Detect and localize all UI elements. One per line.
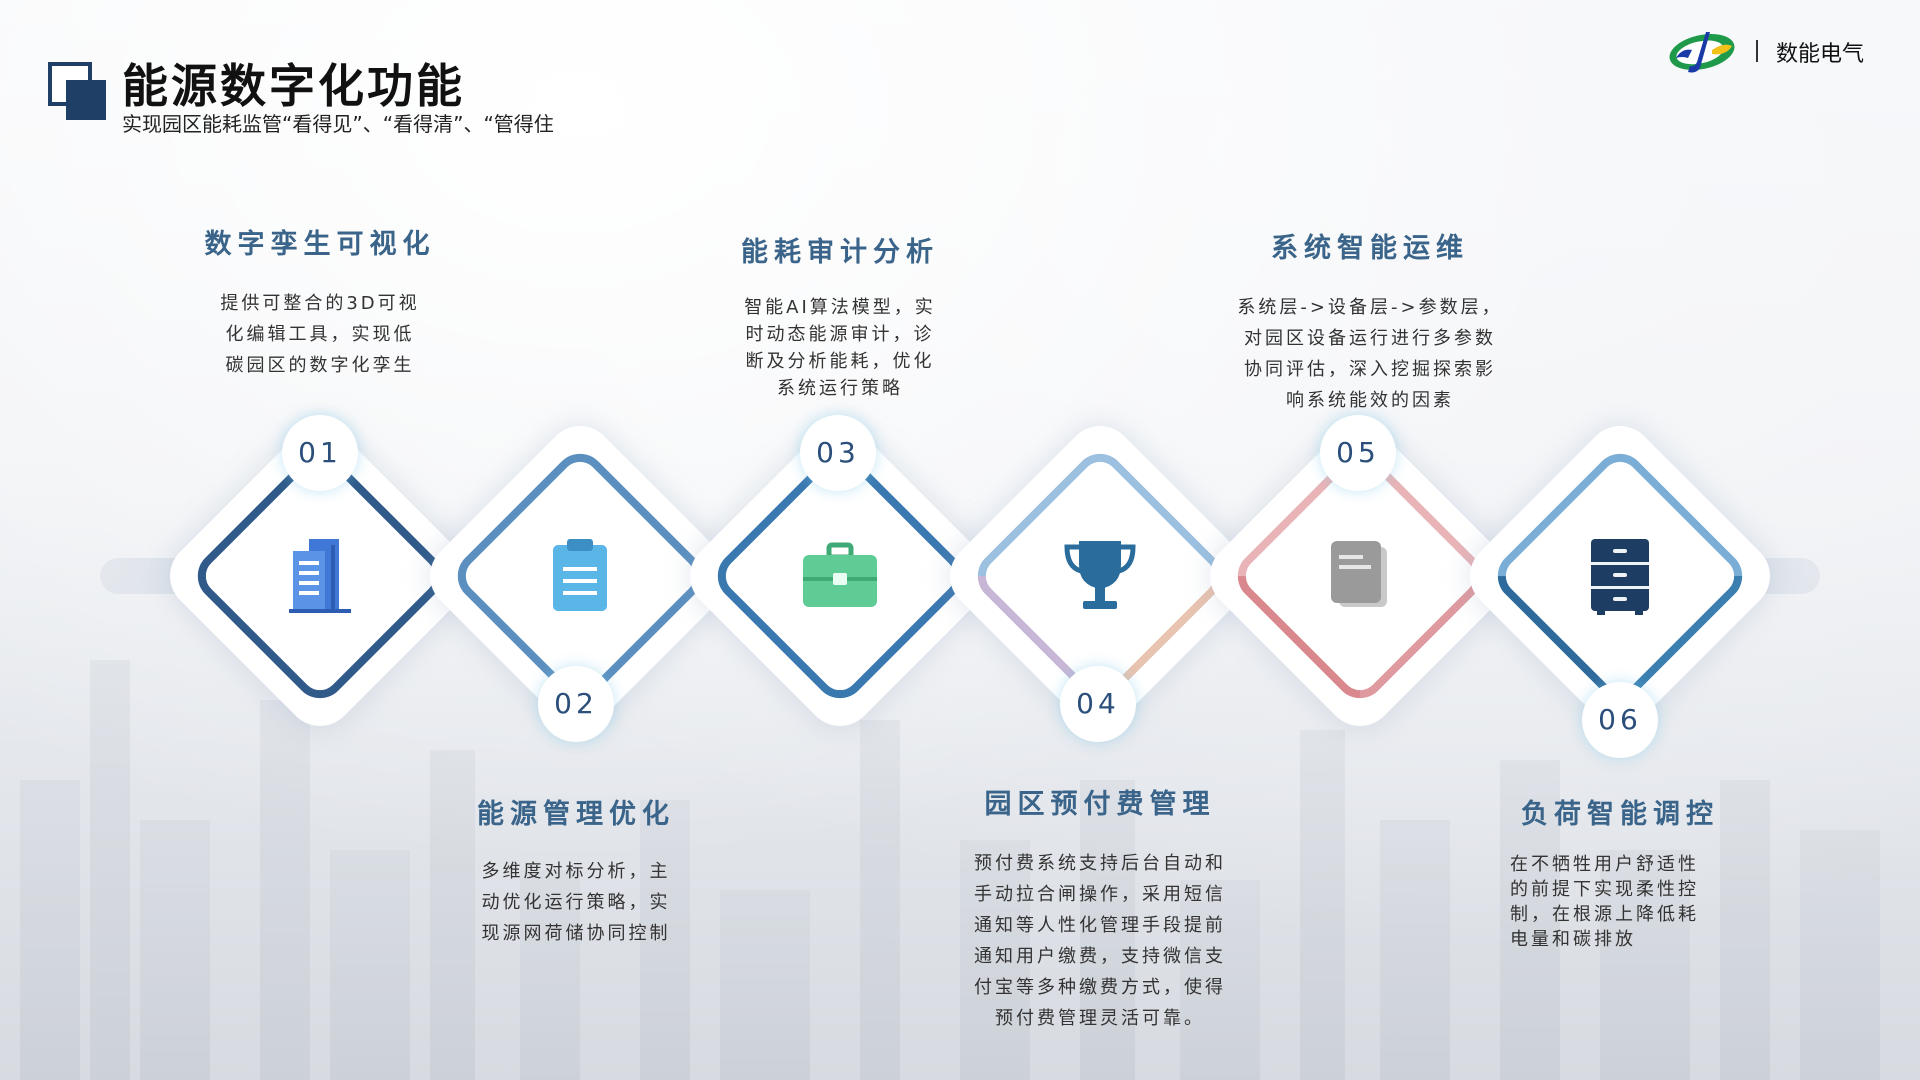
feature-node-02 bbox=[415, 411, 745, 741]
feature-description: 预付费系统支持后台自动和手动拉合闸操作，采用短信通知等人性化管理手段提前通知用户… bbox=[974, 853, 1226, 1029]
city-skyline-background bbox=[0, 520, 1920, 1080]
step-number-badge: 06 bbox=[1582, 682, 1658, 758]
feature-node-01 bbox=[155, 411, 485, 741]
building-icon bbox=[289, 539, 351, 613]
briefcase-icon bbox=[803, 542, 877, 607]
feature-title: 负荷智能调控 bbox=[1521, 799, 1719, 830]
cabinet-icon bbox=[1591, 539, 1649, 615]
logo-divider bbox=[1756, 40, 1758, 62]
trophy-icon bbox=[1064, 541, 1136, 609]
step-number-badge: 05 bbox=[1320, 415, 1396, 491]
feature-description: 在不牺牲用户舒适性的前提下实现柔性控制，在根源上降低耗电量和碳排放 bbox=[1510, 854, 1699, 950]
clipboard-icon bbox=[553, 539, 607, 611]
page-subtitle: 实现园区能耗监管“看得见”、“看得清”、“管得住 bbox=[122, 112, 554, 136]
company-logo-icon bbox=[1669, 32, 1735, 73]
feature-description: 提供可整合的3D可视化编辑工具，实现低碳园区的数字化孪生 bbox=[220, 293, 420, 376]
feature-description: 系统层->设备层->参数层，对园区设备运行进行多参数协同评估，深入挖掘探索影响系… bbox=[1237, 297, 1503, 411]
step-number-badge: 03 bbox=[800, 415, 876, 491]
document-icon bbox=[1331, 541, 1387, 607]
step-number-badge: 01 bbox=[282, 415, 358, 491]
feature-title: 数字孪生可视化 bbox=[204, 229, 436, 260]
feature-description: 智能AI算法模型，实时动态能源审计，诊断及分析能耗，优化系统运行策略 bbox=[744, 297, 936, 399]
feature-node-03 bbox=[675, 411, 1005, 741]
step-number-badge: 02 bbox=[538, 666, 614, 742]
feature-description: 多维度对标分析，主动优化运行策略，实现源网荷储协同控制 bbox=[481, 861, 671, 944]
feature-title: 园区预付费管理 bbox=[984, 789, 1216, 820]
company-name: 数能电气 bbox=[1776, 42, 1865, 67]
page-title: 能源数字化功能 bbox=[122, 59, 465, 113]
feature-node-05 bbox=[1195, 411, 1525, 741]
feature-title: 系统智能运维 bbox=[1271, 233, 1469, 264]
title-decoration bbox=[48, 62, 110, 120]
feature-title: 能耗审计分析 bbox=[741, 237, 939, 268]
feature-node-04 bbox=[935, 411, 1265, 741]
step-number-badge: 04 bbox=[1060, 666, 1136, 742]
feature-node-06 bbox=[1455, 411, 1785, 741]
feature-title: 能源管理优化 bbox=[477, 799, 675, 830]
